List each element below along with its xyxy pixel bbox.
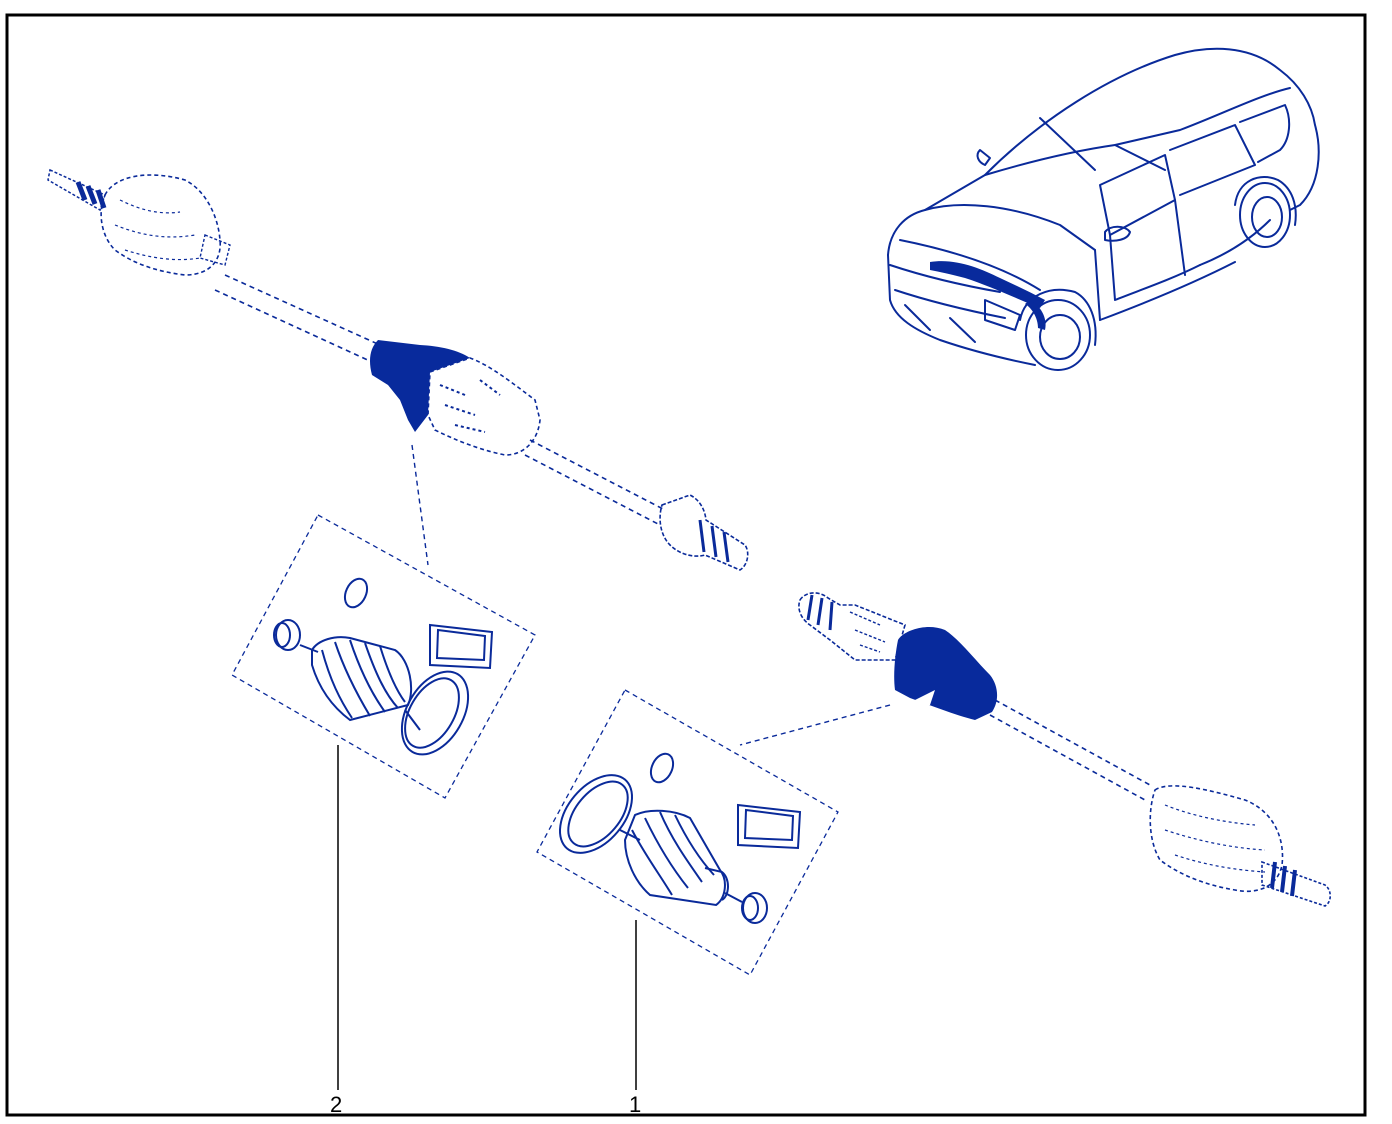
drive-shaft-left-icon bbox=[47, 168, 749, 571]
car-illustration-icon bbox=[887, 47, 1320, 371]
cv-boot-kit-1-icon bbox=[536, 689, 839, 976]
cv-boot-kit-2-icon bbox=[231, 514, 536, 799]
diagram-border bbox=[5, 13, 1367, 1117]
drive-shaft-right-icon bbox=[798, 592, 1332, 907]
callout-label-2: 2 bbox=[330, 1092, 343, 1117]
car-wheel-arch bbox=[1025, 300, 1046, 330]
callout-label-1: 1 bbox=[629, 1092, 642, 1117]
leader-line-boot-to-kit-1 bbox=[739, 704, 891, 746]
leader-line-boot-to-kit-2 bbox=[411, 444, 429, 566]
car-hood-stripe bbox=[930, 261, 1045, 308]
